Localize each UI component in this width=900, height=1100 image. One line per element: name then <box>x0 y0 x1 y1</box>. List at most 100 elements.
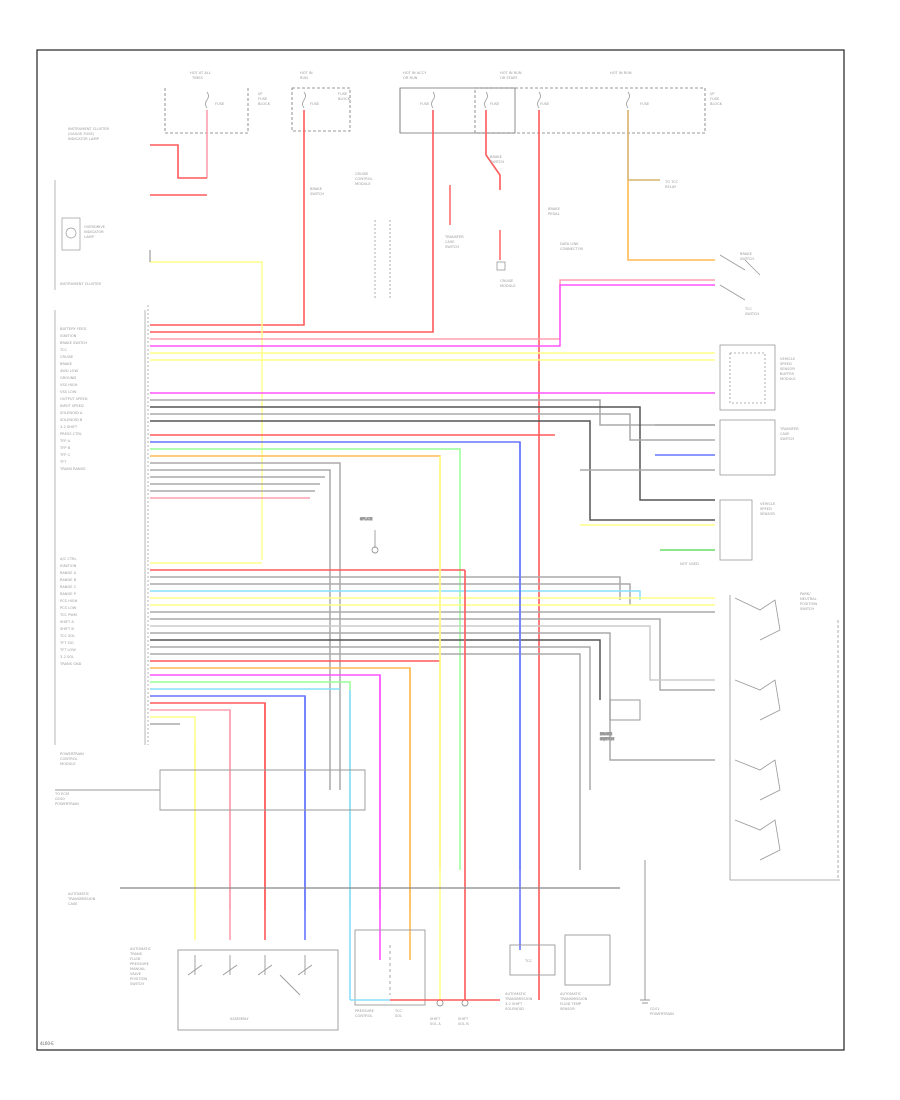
bottom-components <box>177 929 611 1031</box>
svg-text:INDICATOR LAMP: INDICATOR LAMP <box>68 137 100 141</box>
svg-text:INDICATOR: INDICATOR <box>84 230 104 234</box>
svg-text:TRANSFER: TRANSFER <box>779 427 799 431</box>
svg-text:OR START: OR START <box>500 76 518 80</box>
svg-text:AUTOMATIC: AUTOMATIC <box>68 892 90 896</box>
svg-text:I/P: I/P <box>710 92 715 96</box>
svg-text:SWITCH: SWITCH <box>600 737 614 741</box>
right-components <box>719 254 840 881</box>
svg-text:POSITION: POSITION <box>130 977 147 981</box>
svg-text:RANGE B: RANGE B <box>60 578 77 582</box>
svg-text:VALVE: VALVE <box>130 972 142 976</box>
svg-text:BRAKE: BRAKE <box>60 362 73 366</box>
svg-text:ASSEMBLY: ASSEMBLY <box>230 1017 249 1021</box>
svg-text:DATA LINK: DATA LINK <box>560 242 579 246</box>
svg-text:GROUND: GROUND <box>60 376 76 380</box>
svg-text:SWITCH: SWITCH <box>310 192 324 196</box>
svg-text:BLOCK: BLOCK <box>710 102 723 106</box>
svg-text:INSTRUMENT CLUSTER: INSTRUMENT CLUSTER <box>68 127 109 131</box>
fuse-block-group <box>164 87 706 134</box>
svg-text:TO ECM: TO ECM <box>54 792 69 796</box>
svg-text:POWERTRAIN: POWERTRAIN <box>60 752 84 756</box>
svg-text:CRUISE: CRUISE <box>355 172 369 176</box>
svg-text:IGNITION: IGNITION <box>60 334 77 338</box>
svg-text:G101: G101 <box>650 1007 660 1011</box>
svg-text:POWERTRAIN: POWERTRAIN <box>55 802 79 806</box>
svg-text:SWITCH: SWITCH <box>800 607 814 611</box>
harness-lower <box>150 562 715 910</box>
svg-text:(GAUGE FUSE): (GAUGE FUSE) <box>68 132 95 136</box>
svg-text:FUSE: FUSE <box>215 102 225 106</box>
svg-text:BATTERY FEED: BATTERY FEED <box>60 327 86 331</box>
svg-text:SHIFT: SHIFT <box>430 1017 441 1021</box>
svg-text:CONTROL: CONTROL <box>355 177 373 181</box>
svg-text:LAMP: LAMP <box>84 235 95 239</box>
svg-text:MODULE: MODULE <box>500 284 516 288</box>
svg-text:SOL A: SOL A <box>430 1022 441 1026</box>
svg-text:BRAKE: BRAKE <box>740 252 753 256</box>
svg-text:TRANS: TRANS <box>129 952 143 956</box>
svg-text:PRESSURE: PRESSURE <box>130 962 150 966</box>
svg-text:TIMES: TIMES <box>191 76 204 80</box>
svg-text:AUTOMATIC: AUTOMATIC <box>505 992 527 996</box>
svg-text:TRANSMISSION: TRANSMISSION <box>504 997 533 1001</box>
svg-text:BRAKE: BRAKE <box>310 187 323 191</box>
svg-text:INSTRUMENT CLUSTER: INSTRUMENT CLUSTER <box>60 282 101 286</box>
svg-text:G100: G100 <box>55 797 65 801</box>
svg-text:SOLENOID: SOLENOID <box>505 1007 524 1011</box>
svg-text:BUFFER: BUFFER <box>780 372 795 376</box>
svg-text:SWITCH: SWITCH <box>490 160 504 164</box>
svg-text:TFP B: TFP B <box>59 446 71 450</box>
svg-text:MANUAL: MANUAL <box>130 967 145 971</box>
svg-text:INPUT SPEED: INPUT SPEED <box>60 404 84 408</box>
svg-text:RANGE C: RANGE C <box>60 585 77 589</box>
svg-text:SWITCH: SWITCH <box>445 245 459 249</box>
svg-text:MODULE: MODULE <box>780 377 796 381</box>
svg-text:TRANSFER: TRANSFER <box>444 235 464 239</box>
svg-text:FUSE: FUSE <box>640 102 650 106</box>
svg-text:I/P: I/P <box>258 92 263 96</box>
svg-text:HOT IN: HOT IN <box>300 71 313 75</box>
svg-text:PCS HIGH: PCS HIGH <box>60 599 78 603</box>
svg-text:CONNECTOR: CONNECTOR <box>560 247 584 251</box>
svg-text:SENSOR: SENSOR <box>780 367 795 371</box>
svg-text:TFP A: TFP A <box>59 439 71 443</box>
svg-text:MODULE: MODULE <box>355 182 371 186</box>
mid-components <box>374 185 506 300</box>
svg-text:BRAKE SWITCH: BRAKE SWITCH <box>60 341 87 345</box>
svg-text:FUSE: FUSE <box>540 102 550 106</box>
svg-text:4WD LOW: 4WD LOW <box>60 369 78 373</box>
svg-text:VSS LOW: VSS LOW <box>60 390 77 394</box>
svg-text:TRANS RANGE: TRANS RANGE <box>59 467 86 471</box>
svg-text:FLUID: FLUID <box>130 957 141 961</box>
svg-text:CRUISE: CRUISE <box>60 355 74 359</box>
vertical-drops <box>194 442 521 1000</box>
svg-text:CASE: CASE <box>445 240 455 244</box>
svg-text:SENSOR: SENSOR <box>560 1007 575 1011</box>
svg-text:BRAKE: BRAKE <box>490 155 503 159</box>
svg-text:OR RUN: OR RUN <box>403 76 418 80</box>
svg-text:PARK/: PARK/ <box>800 592 811 596</box>
svg-text:FLUID TEMP: FLUID TEMP <box>560 1002 582 1006</box>
code-tag: 4L60-E <box>40 1041 54 1046</box>
svg-text:SHIFT: SHIFT <box>458 1017 469 1021</box>
svg-text:TCC: TCC <box>524 959 532 963</box>
svg-text:FUSE: FUSE <box>490 102 500 106</box>
svg-text:3-2 SHIFT: 3-2 SHIFT <box>505 1002 523 1006</box>
svg-text:4L60-E: 4L60-E <box>40 1041 54 1046</box>
svg-text:FUSE: FUSE <box>310 102 320 106</box>
svg-text:BLOCK: BLOCK <box>338 97 351 101</box>
svg-text:SWITCH: SWITCH <box>745 312 759 316</box>
svg-text:TCC PWM: TCC PWM <box>59 613 77 617</box>
svg-text:AUTOMATIC: AUTOMATIC <box>560 992 582 996</box>
svg-text:SPLICE: SPLICE <box>360 517 373 521</box>
svg-text:3-2 SOL: 3-2 SOL <box>60 655 74 659</box>
svg-text:VEHICLE: VEHICLE <box>780 357 796 361</box>
svg-text:SPEED: SPEED <box>780 362 792 366</box>
svg-text:PRESSURE: PRESSURE <box>355 1009 375 1013</box>
svg-text:TRANSMISSION: TRANSMISSION <box>559 997 588 1001</box>
svg-text:HOT IN RUN: HOT IN RUN <box>500 71 522 75</box>
svg-text:SWITCH: SWITCH <box>130 982 144 986</box>
svg-text:SHIFT B: SHIFT B <box>60 627 74 631</box>
